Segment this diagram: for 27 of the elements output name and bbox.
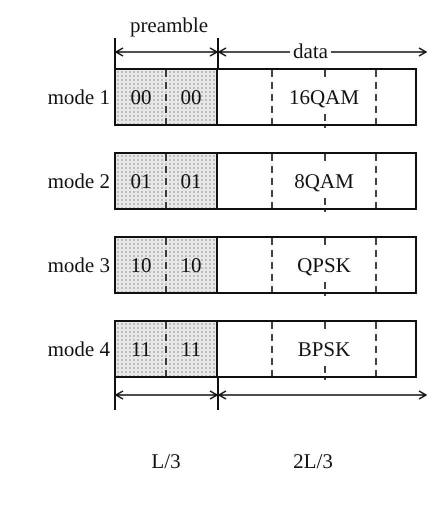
mode-label: mode 4 xyxy=(46,338,110,360)
modulation-label: 8QAM xyxy=(293,170,355,192)
bit-pattern: 01 xyxy=(130,170,152,192)
bit-pattern: 11 xyxy=(180,338,202,360)
bit-pattern: 00 xyxy=(180,86,202,108)
bit-pattern: 11 xyxy=(130,338,152,360)
mode-label: mode 1 xyxy=(46,86,110,108)
modulation-label: QPSK xyxy=(296,254,352,276)
dimension-label: L/3 xyxy=(150,450,182,472)
modulation-label: 16QAM xyxy=(288,86,360,108)
preamble-field xyxy=(114,152,218,210)
modulation-label: BPSK xyxy=(296,338,352,360)
preamble-field xyxy=(114,68,218,126)
data-field xyxy=(218,320,417,378)
dimension-label: 2L/3 xyxy=(292,450,334,472)
heading-label: preamble xyxy=(128,14,210,36)
bit-pattern: 00 xyxy=(130,86,152,108)
preamble-field xyxy=(114,236,218,294)
bit-pattern: 10 xyxy=(180,254,202,276)
data-field xyxy=(218,236,417,294)
preamble-field xyxy=(114,320,218,378)
bit-pattern: 01 xyxy=(180,170,202,192)
mode-label: mode 2 xyxy=(46,170,110,192)
mode-label: mode 3 xyxy=(46,254,110,276)
data-field xyxy=(218,152,417,210)
bit-pattern: 10 xyxy=(130,254,152,276)
data-field xyxy=(218,68,417,126)
